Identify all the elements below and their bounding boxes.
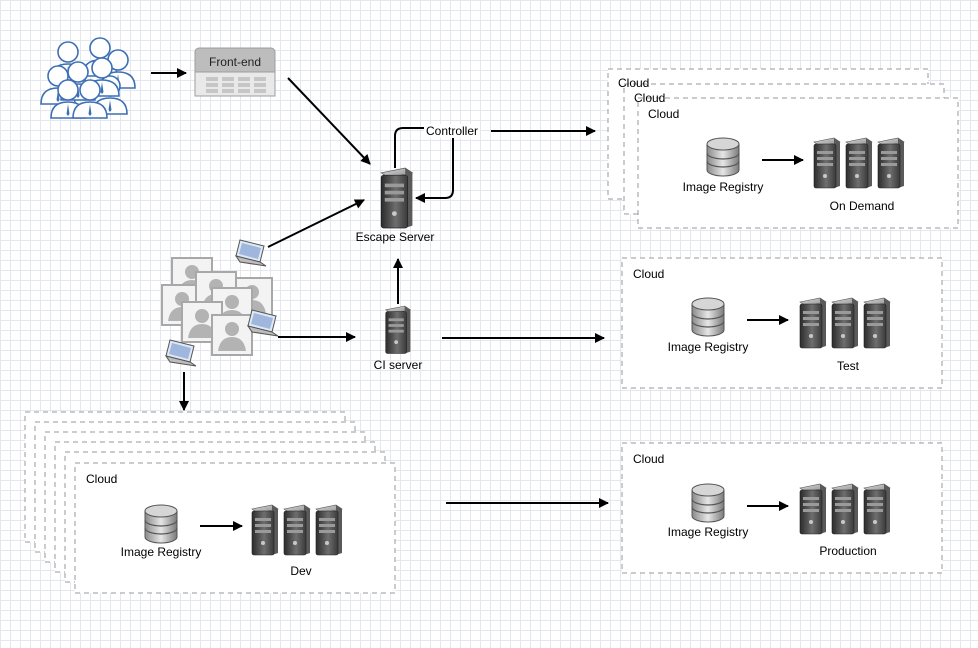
servers-test-label: Test <box>836 359 860 373</box>
frontend-label: Front-end <box>208 55 262 69</box>
ci-server-icon <box>385 305 411 354</box>
servers-on-demand-label: On Demand <box>829 199 895 213</box>
escape-server-icon <box>380 167 413 229</box>
server-rack-icon <box>800 298 890 348</box>
cloud-test-title: Cloud <box>633 267 665 281</box>
frontend-box <box>194 47 276 97</box>
escape-server-label: Escape Server <box>355 230 435 244</box>
controller-label: Controller <box>424 124 481 138</box>
database-icon <box>691 297 725 337</box>
connector-escape-to-controller <box>394 127 425 168</box>
server-rack-icon <box>800 484 890 534</box>
server-rack-icon <box>814 138 904 188</box>
cloud-production-title: Cloud <box>633 452 665 466</box>
image-registry-label: Image Registry <box>682 180 764 194</box>
servers-production-label: Production <box>819 544 877 558</box>
servers-dev-label: Dev <box>290 564 312 578</box>
laptop-icon <box>235 239 267 267</box>
cloud-production-box <box>621 442 943 574</box>
developer-contacts-icon <box>161 257 273 356</box>
cloud-stack-title: Cloud <box>634 91 666 105</box>
cloud-dev-stack <box>24 411 396 594</box>
cloud-dev-title: Cloud <box>86 472 118 486</box>
cloud-on-demand-stack <box>607 68 959 229</box>
arrow-frontend-to-escape <box>287 77 371 165</box>
database-icon <box>691 483 725 523</box>
database-icon <box>706 137 740 177</box>
laptop-icon <box>247 309 279 337</box>
image-registry-label: Image Registry <box>120 545 202 559</box>
cloud-stack-title: Cloud <box>618 76 650 90</box>
cloud-on-demand-title: Cloud <box>648 107 680 121</box>
cloud-test-box <box>621 257 943 389</box>
database-icon <box>144 504 178 544</box>
laptop-icon <box>165 339 197 367</box>
users-group-icon <box>40 37 136 119</box>
image-registry-label: Image Registry <box>667 525 749 539</box>
arrow-controller-to-escape <box>415 135 454 203</box>
arrow-laptop-to-escape <box>267 199 365 248</box>
server-rack-icon <box>252 505 342 555</box>
connectors <box>151 68 804 531</box>
ci-server-label: CI server <box>373 358 423 372</box>
image-registry-label: Image Registry <box>667 340 749 354</box>
